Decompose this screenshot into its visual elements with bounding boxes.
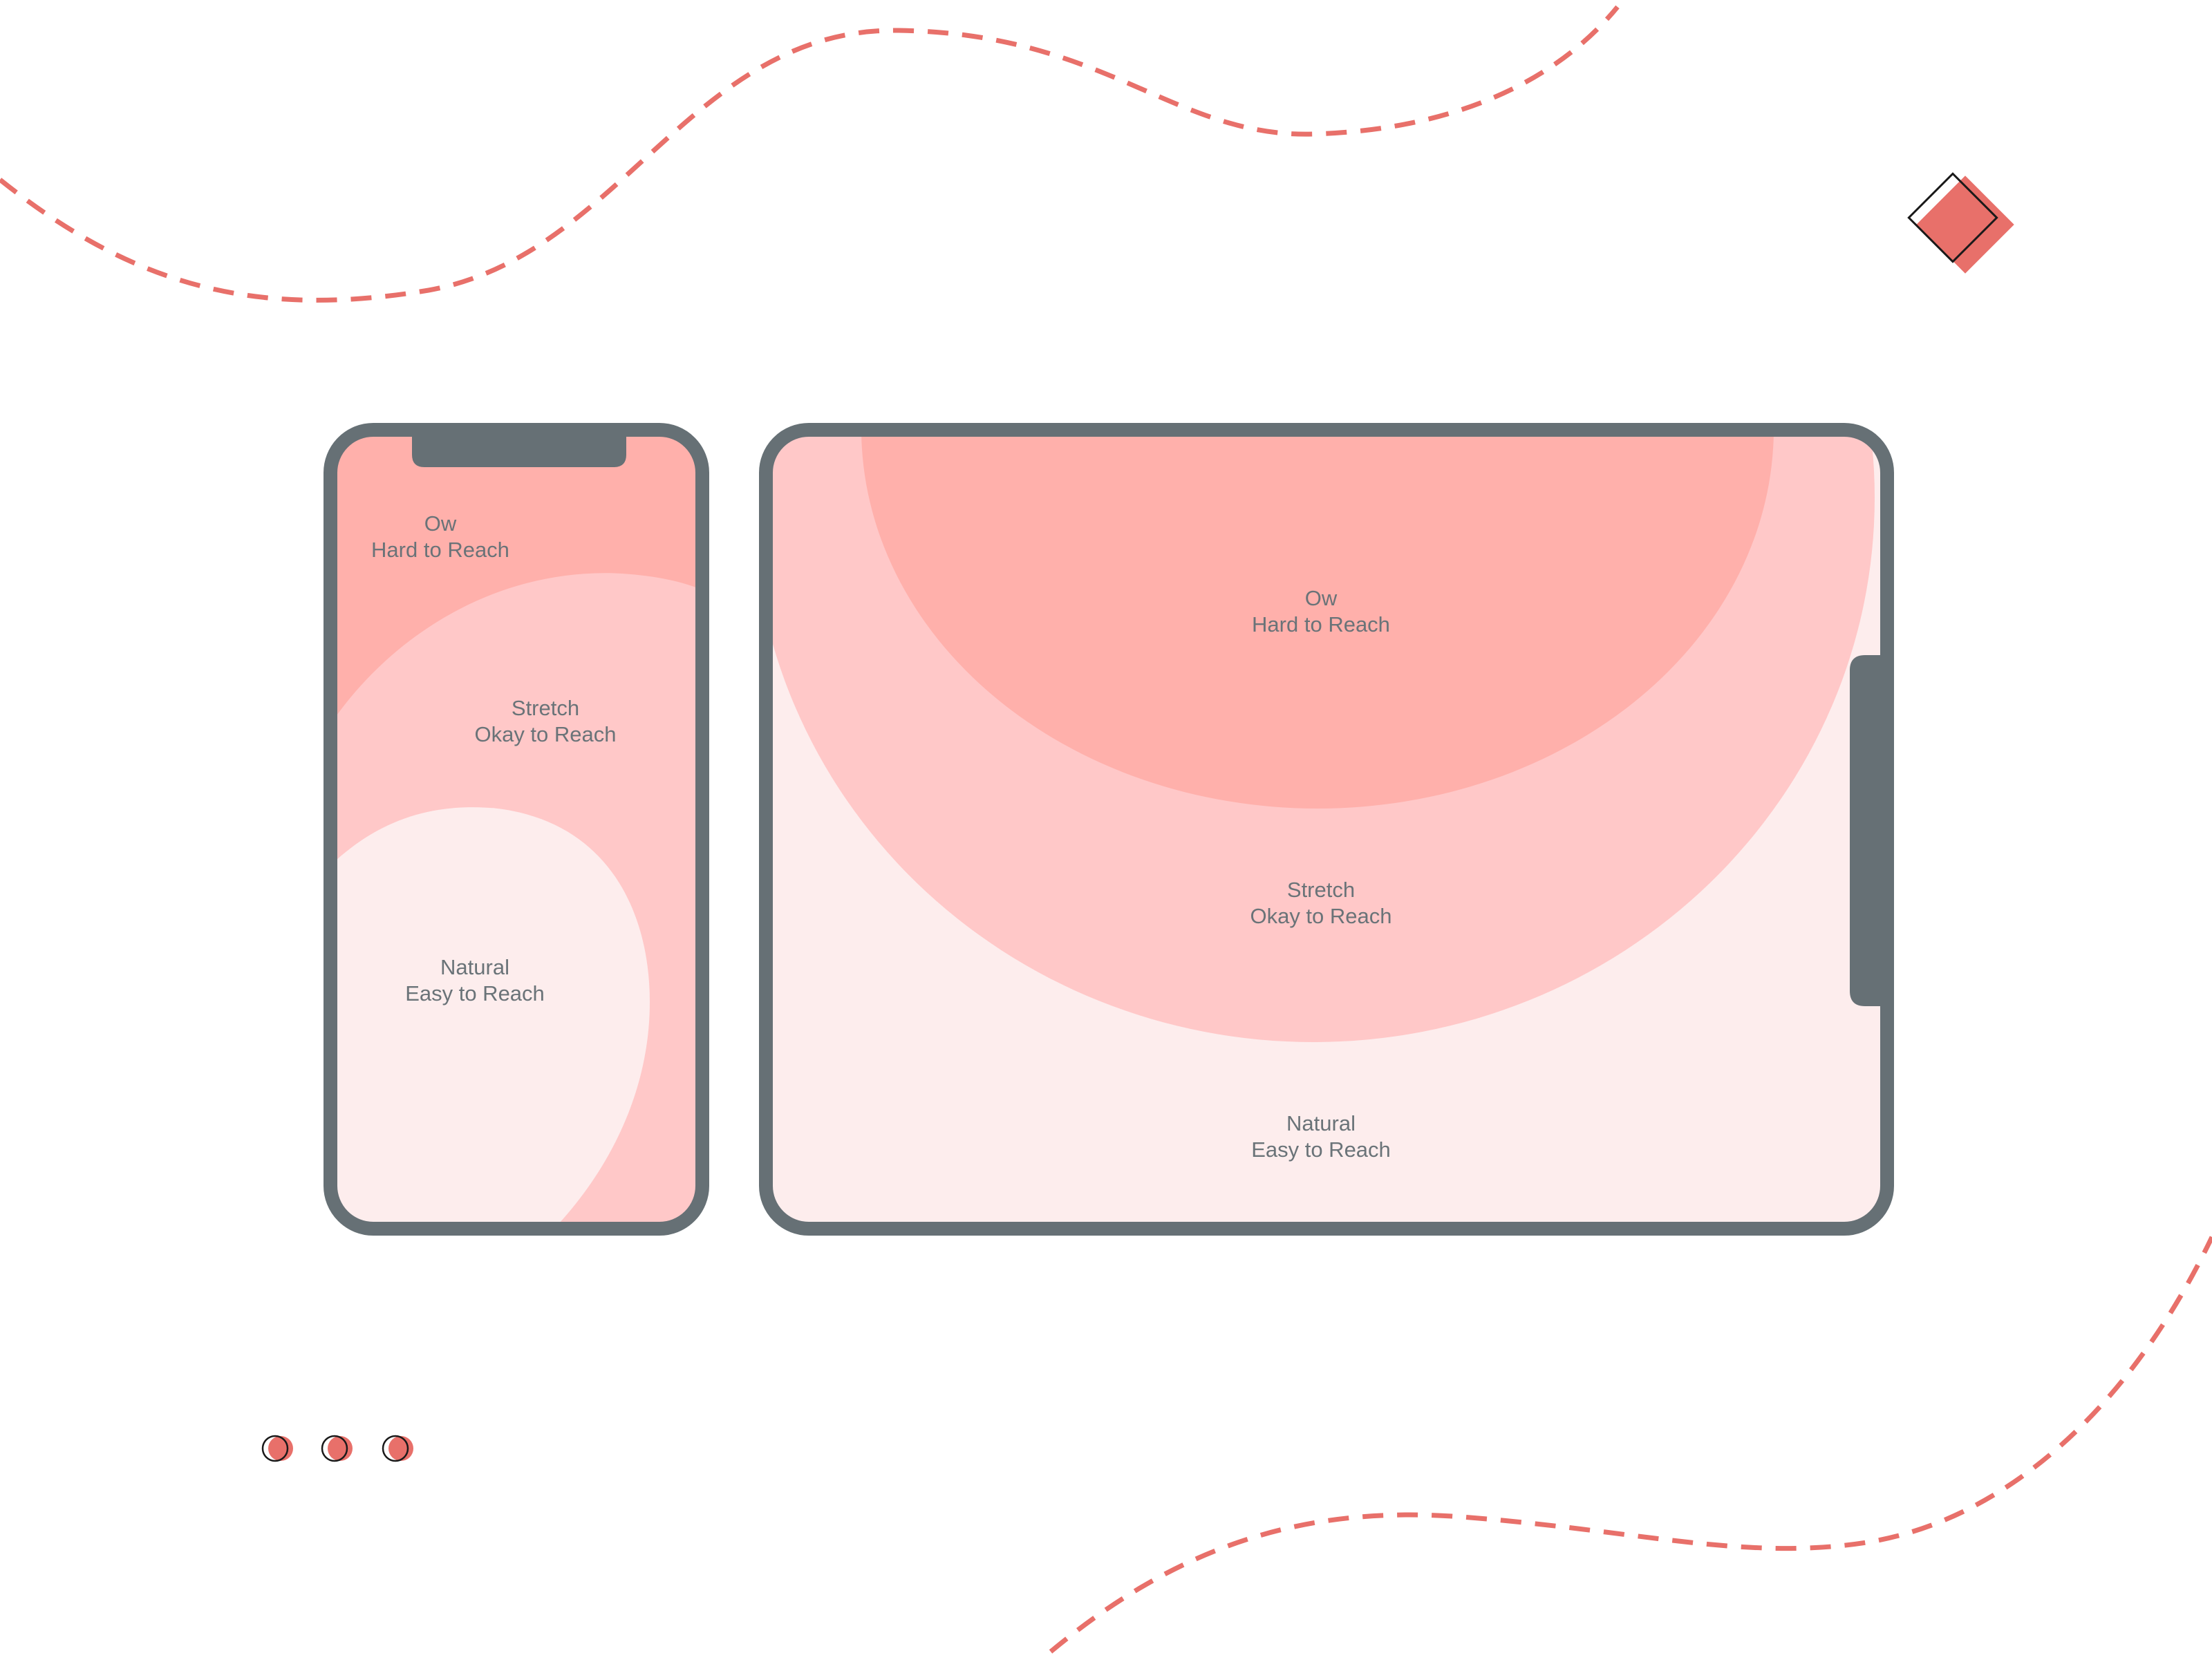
phone-hard-line1: Ow: [424, 511, 457, 536]
tablet-device: Ow Hard to Reach Stretch Okay to Reach N…: [759, 423, 1894, 1236]
phone-natural-line1: Natural: [440, 955, 509, 979]
phone-stretch-line1: Stretch: [512, 696, 579, 720]
tablet-stretch-line1: Stretch: [1287, 878, 1355, 902]
dots-decoration: [261, 1435, 413, 1462]
tablet-screen: [766, 430, 1887, 1229]
tablet-stretch-line2: Okay to Reach: [1250, 904, 1391, 928]
diamond-icon: [1907, 172, 2014, 274]
phone-screen: [330, 430, 702, 1229]
tablet-natural-line2: Easy to Reach: [1251, 1137, 1391, 1162]
dot-icon: [321, 1435, 353, 1462]
dot-icon: [261, 1435, 293, 1462]
tablet-hard-line2: Hard to Reach: [1252, 612, 1390, 636]
phone-device: Ow Hard to Reach Stretch Okay to Reach N…: [324, 423, 709, 1236]
phone-stretch-line2: Okay to Reach: [474, 722, 616, 746]
tablet-side-notch: [1850, 655, 1887, 1006]
phone-hard-line2: Hard to Reach: [371, 538, 509, 562]
tablet-hard-line1: Ow: [1305, 586, 1338, 610]
bottom-dashed-wave: [1049, 1236, 2212, 1654]
phone-natural-line2: Easy to Reach: [405, 981, 545, 1005]
top-dashed-wave: [0, 5, 1620, 303]
dot-icon: [382, 1435, 413, 1462]
phone-notch: [412, 430, 626, 467]
tablet-zone-hard: [861, 430, 1774, 809]
tablet-natural-line1: Natural: [1286, 1111, 1356, 1135]
phone-zone-natural: [330, 807, 650, 1229]
